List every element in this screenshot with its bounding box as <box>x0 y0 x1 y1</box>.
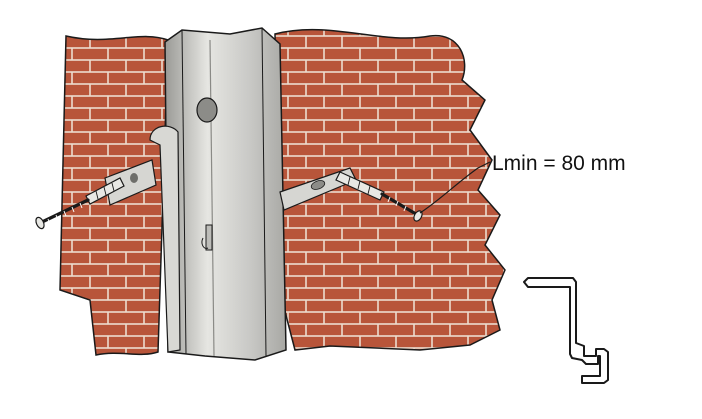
screw-left <box>35 198 90 230</box>
screw-right <box>380 192 423 222</box>
wall-plug-right <box>335 171 385 201</box>
steel-door-frame <box>149 27 287 361</box>
brick-wall-right <box>274 28 506 351</box>
dimension-callout: Lmin = 80 mm <box>419 152 626 214</box>
frame-profile-section <box>523 277 609 384</box>
callout-label: Lmin = 80 mm <box>492 152 626 175</box>
frame-hole <box>196 97 218 123</box>
fixing-bracket-left <box>104 159 157 206</box>
